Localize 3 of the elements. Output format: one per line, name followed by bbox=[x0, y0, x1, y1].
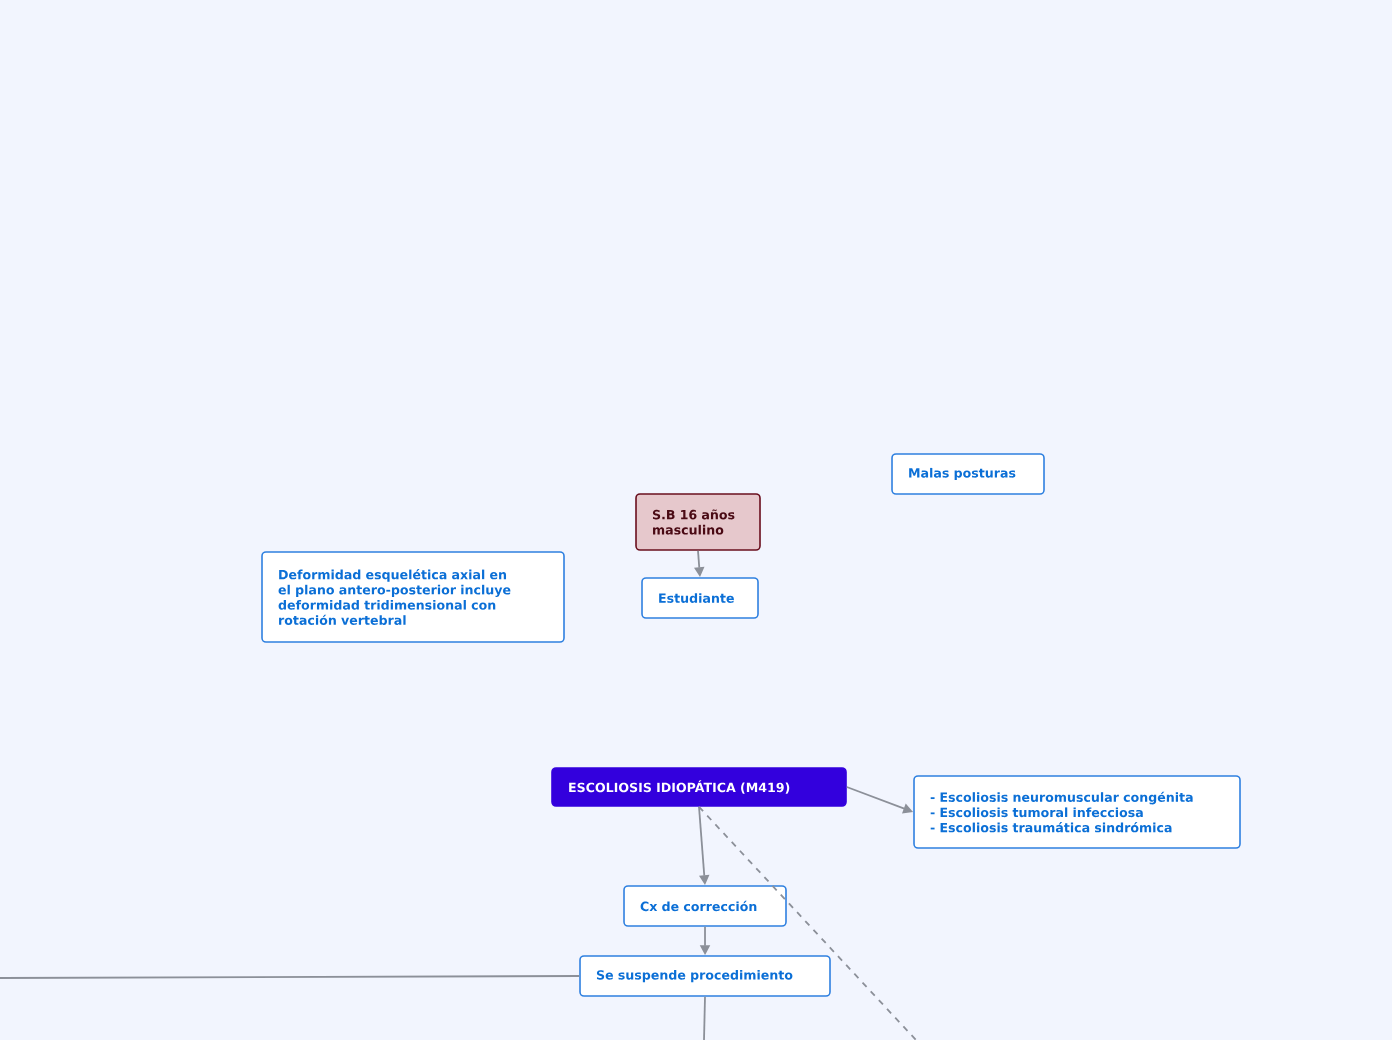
connector bbox=[703, 995, 706, 1040]
connector bbox=[698, 805, 917, 1040]
connector bbox=[0, 975, 581, 979]
